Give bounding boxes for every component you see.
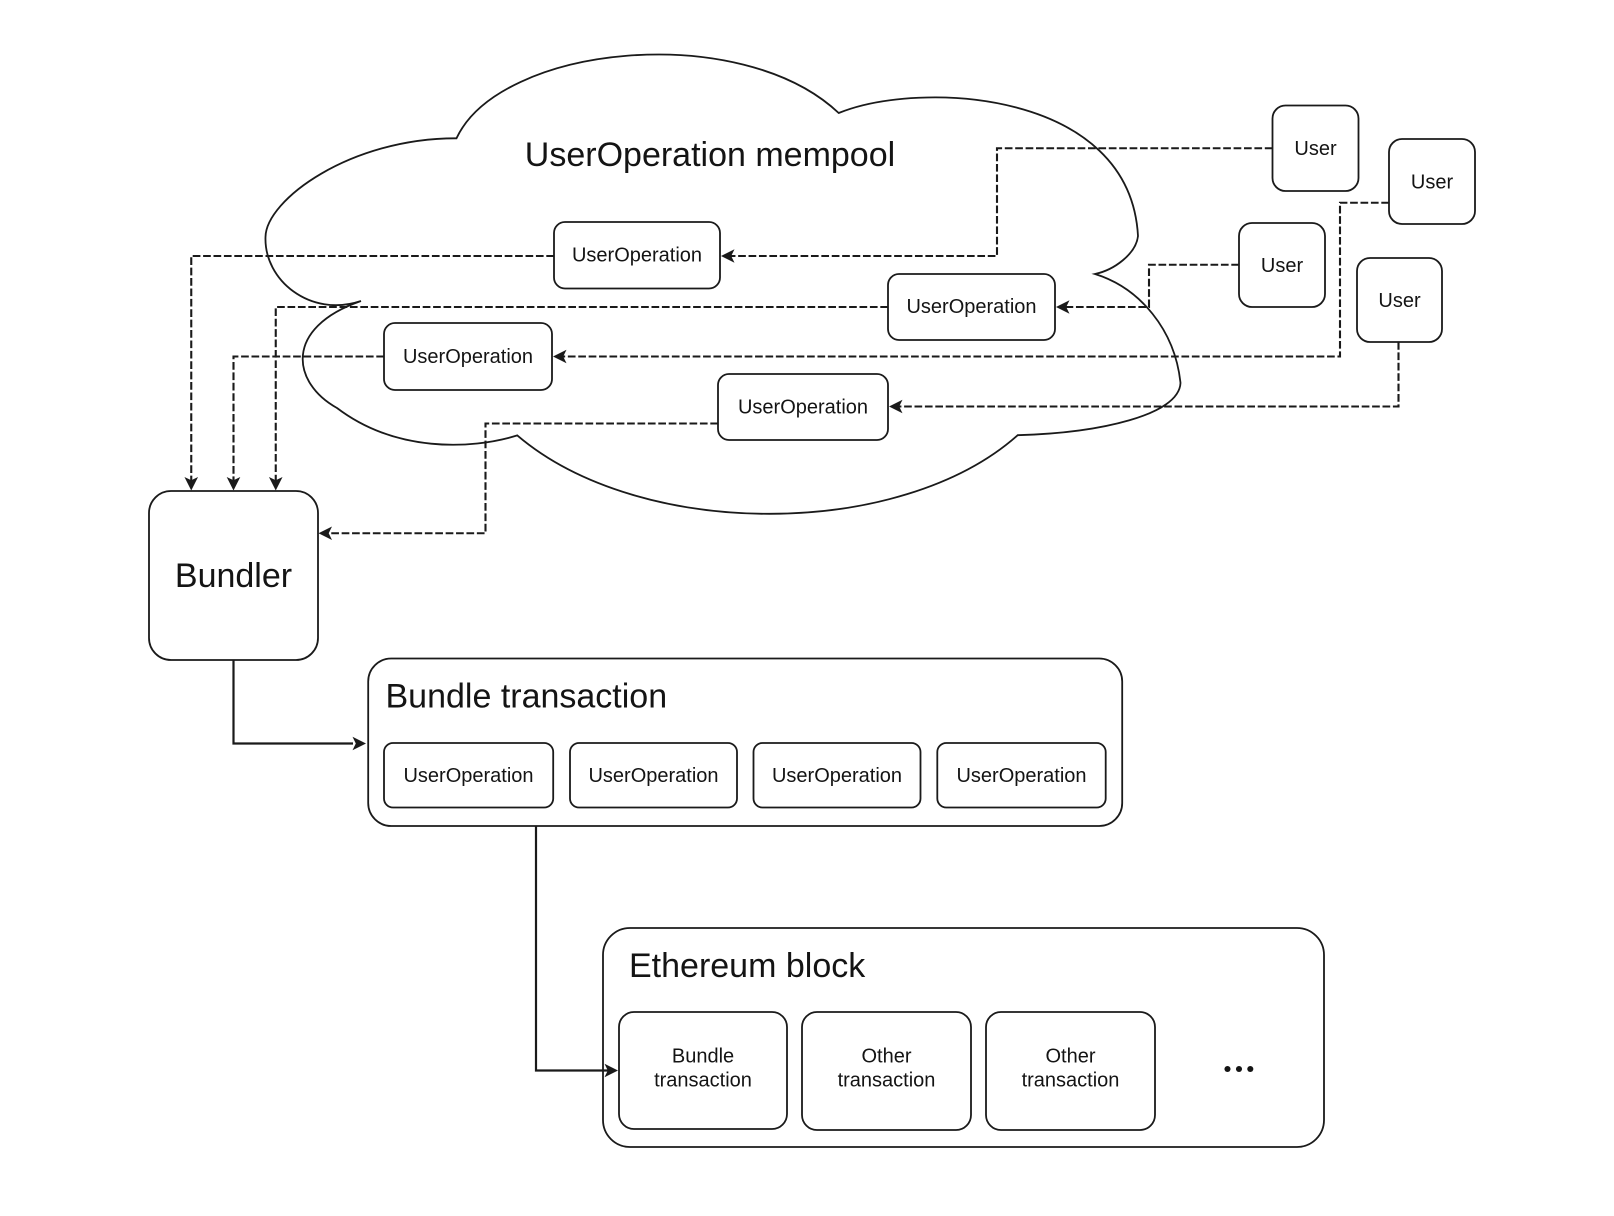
svg-text:Ethereum block: Ethereum block	[629, 947, 866, 985]
svg-text:User: User	[1378, 290, 1421, 312]
svg-text:UserOperation: UserOperation	[956, 765, 1086, 787]
svg-text:Bundle transaction: Bundle transaction	[386, 678, 668, 716]
svg-text:UserOperation: UserOperation	[572, 245, 702, 267]
svg-text:UserOperation: UserOperation	[403, 765, 533, 787]
svg-text:transaction: transaction	[654, 1070, 752, 1092]
svg-text:UserOperation: UserOperation	[772, 765, 902, 787]
svg-text:UserOperation mempool: UserOperation mempool	[525, 136, 895, 174]
svg-text:UserOperation: UserOperation	[588, 765, 718, 787]
svg-text:transaction: transaction	[1022, 1070, 1120, 1092]
svg-text:transaction: transaction	[838, 1070, 936, 1092]
svg-text:Other: Other	[861, 1046, 911, 1068]
svg-text:UserOperation: UserOperation	[906, 296, 1036, 318]
svg-text:User: User	[1411, 172, 1454, 194]
svg-text:Bundler: Bundler	[175, 557, 292, 595]
svg-text:User: User	[1261, 255, 1304, 277]
svg-text:Bundle: Bundle	[672, 1046, 734, 1068]
svg-text:User: User	[1294, 138, 1337, 160]
svg-text:UserOperation: UserOperation	[738, 397, 868, 419]
svg-text:Other: Other	[1045, 1046, 1095, 1068]
svg-text:UserOperation: UserOperation	[403, 346, 533, 368]
